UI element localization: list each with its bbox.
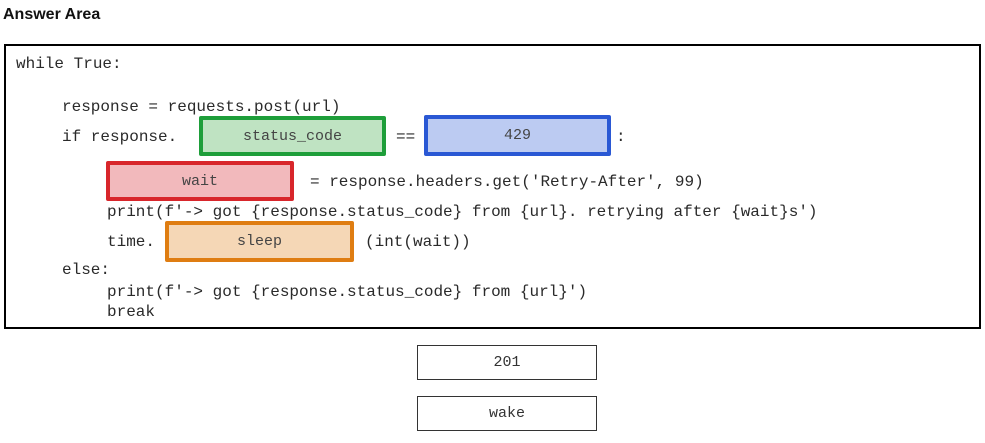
code-line-time-suffix: (int(wait)) bbox=[365, 233, 471, 251]
answer-slot-429[interactable]: 429 bbox=[424, 115, 611, 156]
answer-area-heading: Answer Area bbox=[3, 6, 101, 23]
code-line-time-prefix: time. bbox=[107, 233, 156, 251]
code-line-retry-after: = response.headers.get('Retry-After', 99… bbox=[310, 173, 704, 191]
answer-slot-sleep[interactable]: sleep bbox=[165, 221, 354, 262]
code-line-if-prefix: if response. bbox=[62, 128, 178, 146]
code-line-print-retry: print(f'-> got {response.status_code} fr… bbox=[107, 203, 818, 221]
option-201[interactable]: 201 bbox=[417, 345, 597, 380]
option-wake[interactable]: wake bbox=[417, 396, 597, 431]
code-line-else: else: bbox=[62, 261, 111, 279]
code-line-if-eq: == bbox=[396, 128, 416, 146]
code-line-while: while True: bbox=[16, 55, 122, 73]
code-line-response: response = requests.post(url) bbox=[62, 98, 341, 116]
code-line-print-final: print(f'-> got {response.status_code} fr… bbox=[107, 283, 588, 301]
answer-slot-status-code[interactable]: status_code bbox=[199, 116, 386, 156]
answer-slot-wait[interactable]: wait bbox=[106, 161, 294, 201]
code-line-break: break bbox=[107, 303, 156, 321]
code-line-if-colon: : bbox=[616, 128, 626, 146]
